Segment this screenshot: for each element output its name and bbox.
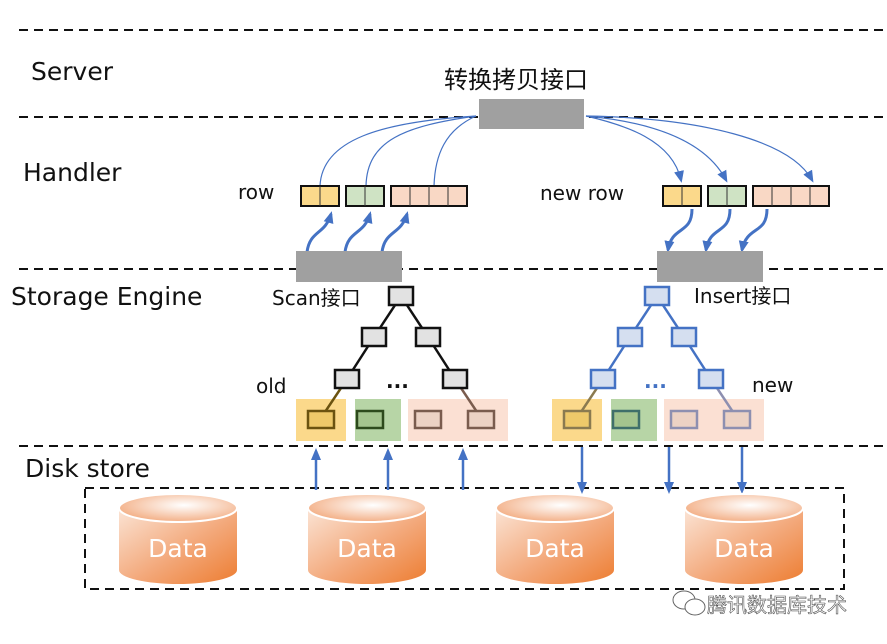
disk-io-arrows — [311, 447, 747, 494]
curve-to-row-pink — [433, 115, 477, 187]
cylinder-body — [308, 508, 426, 584]
cylinder-top — [684, 493, 804, 523]
new-btree — [552, 285, 764, 441]
cylinder-body — [496, 508, 614, 584]
layer-label-server: Server — [31, 57, 114, 86]
tree-leaf-node — [669, 409, 699, 430]
tree-leaf-node — [466, 409, 496, 430]
new-tree-ellipsis: ... — [644, 369, 667, 393]
scan-arrow-2 — [343, 211, 373, 253]
scan-arrow-3 — [380, 211, 410, 253]
cylinder-top — [307, 493, 427, 523]
insert-arrow-3 — [738, 208, 769, 253]
disk-store-box — [84, 487, 845, 590]
newrow-to-insert-arrows — [664, 208, 769, 253]
tree-node — [697, 368, 725, 390]
curve-to-row-yellow — [319, 115, 477, 187]
tree-leaf-node — [355, 409, 385, 430]
new-row — [662, 185, 830, 207]
layer-label-storage-engine: Storage Engine — [11, 282, 202, 311]
row-label: row — [238, 180, 274, 204]
server-to-row-curves — [319, 115, 814, 187]
insert-arrow-2 — [702, 208, 732, 253]
insert-interface-label: Insert接口 — [694, 284, 791, 308]
data-cylinder: Data — [684, 493, 804, 584]
curve-to-newrow-green — [585, 115, 728, 183]
tree-leaf-node — [306, 409, 336, 430]
tree-leaf-node — [562, 409, 592, 430]
copy-interface-box — [479, 99, 584, 129]
cylinder-top — [118, 493, 238, 523]
cylinder-top — [495, 493, 615, 523]
cylinder-body — [685, 508, 803, 584]
insert-interface-box — [657, 251, 763, 282]
curve-to-newrow-yellow — [585, 115, 684, 183]
copy-interface-label: 转换拷贝接口 — [444, 66, 588, 94]
watermark-text: 腾讯数据库技术 — [707, 593, 847, 617]
new-label: new — [752, 373, 793, 397]
scan-interface-label: Scan接口 — [272, 286, 361, 310]
cylinder-label: Data — [525, 534, 585, 563]
tree-leaf-node — [722, 409, 752, 430]
data-cylinder: Data — [495, 493, 615, 584]
old-label: old — [256, 374, 287, 398]
curve-to-newrow-pink — [585, 115, 814, 183]
layer-label-handler: Handler — [23, 158, 122, 187]
tree-node — [643, 285, 671, 307]
wechat-icon — [672, 590, 706, 616]
tree-leaf-node — [611, 409, 641, 430]
tree-node — [333, 368, 361, 390]
new-row-label: new row — [540, 181, 624, 205]
watermark: 腾讯数据库技术 — [672, 590, 847, 617]
insert-arrow-1 — [664, 208, 694, 253]
data-cylinder: Data — [118, 493, 238, 584]
read-row — [300, 185, 468, 207]
tree-leaf-node — [413, 409, 443, 430]
cylinder-label: Data — [148, 534, 208, 563]
tree-node — [616, 326, 644, 348]
tree-node — [387, 285, 415, 307]
scan-arrow-1 — [305, 211, 334, 253]
cylinder-label: Data — [337, 534, 397, 563]
data-cylinders: Data Data Data Data — [118, 493, 804, 584]
tree-node — [589, 368, 617, 390]
scan-interface-box — [296, 251, 402, 282]
tree-node — [441, 368, 469, 390]
old-btree — [296, 285, 508, 441]
scan-to-row-arrows — [305, 211, 410, 253]
tree-node — [414, 326, 442, 348]
cylinder-body — [119, 508, 237, 584]
data-cylinder: Data — [307, 493, 427, 584]
old-tree-ellipsis: ... — [386, 369, 409, 393]
tree-node — [360, 326, 388, 348]
curve-to-row-green — [365, 115, 477, 187]
cylinder-label: Data — [714, 534, 774, 563]
tree-node — [670, 326, 698, 348]
layer-label-disk-store: Disk store — [25, 454, 150, 483]
